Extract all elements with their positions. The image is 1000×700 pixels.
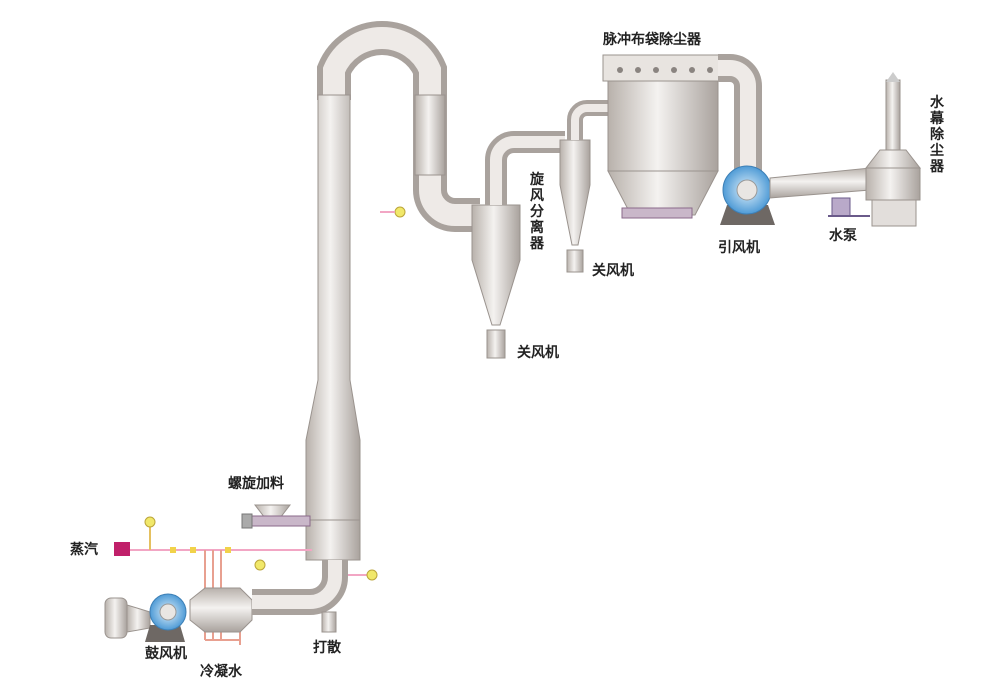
- label-screw-feeder: 螺旋加料: [228, 476, 284, 492]
- label-water-pump: 水泵: [829, 228, 857, 244]
- label-rotary-valve-2: 关风机: [592, 263, 634, 279]
- drying-column: [305, 94, 361, 546]
- temperature-gauge-top: [394, 206, 406, 218]
- label-bag-filter: 脉冲布袋除尘器: [603, 32, 701, 48]
- disperser: [321, 611, 337, 633]
- label-blower: 鼓风机: [145, 646, 187, 662]
- secondary-cyclone: [559, 139, 591, 246]
- blower: [104, 593, 187, 642]
- label-rotary-valve-1: 关风机: [517, 345, 559, 361]
- temperature-gauge: [366, 569, 378, 581]
- cyclone-separator: [471, 204, 521, 326]
- rotary-valve-2: [566, 249, 584, 273]
- label-condensate: 冷凝水: [200, 664, 242, 680]
- label-water-scrubber: 水幕除尘器: [930, 95, 944, 175]
- label-induced-fan: 引风机: [718, 240, 760, 256]
- arch-duct: [317, 21, 480, 232]
- pressure-gauge: [144, 516, 156, 528]
- water-scrubber: [864, 72, 922, 227]
- steam-inlet: [114, 542, 130, 556]
- label-steam: 蒸汽: [70, 542, 98, 558]
- pulse-bag-filter: [602, 54, 724, 219]
- steam-heater: [189, 587, 253, 633]
- water-pump: [828, 197, 870, 217]
- induced-fan: [720, 165, 871, 225]
- label-cyclone: 旋风分离器: [530, 172, 544, 252]
- screw-feeder: [241, 504, 311, 529]
- rotary-valve-1: [486, 329, 506, 359]
- label-disperser: 打散: [313, 640, 341, 656]
